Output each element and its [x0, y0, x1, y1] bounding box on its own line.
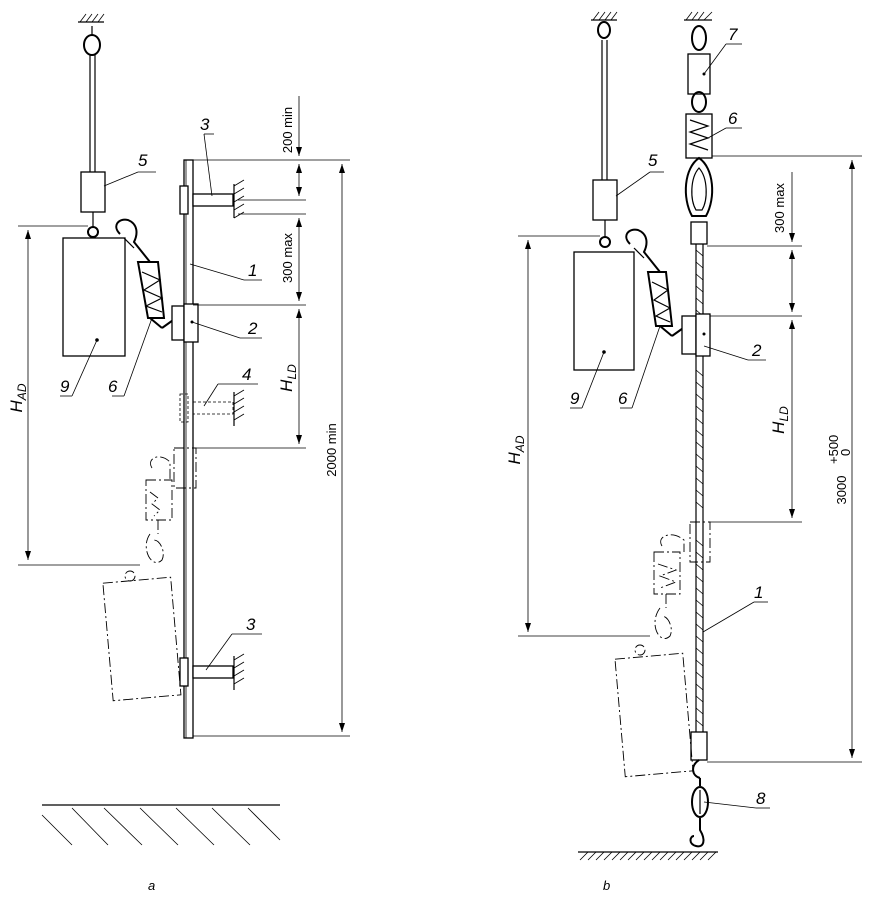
svg-text:0: 0 [838, 449, 853, 456]
fixing-top-a [179, 179, 245, 219]
label-2-a: 2 [247, 319, 258, 338]
label-6-top-b: 6 [728, 109, 738, 128]
anchor-line-a [183, 159, 194, 739]
fall-arrester-b [681, 313, 711, 357]
symbol-h-ad-a: HAD [7, 383, 29, 412]
label-5-a: 5 [138, 151, 148, 170]
symbol-h-ld-a: HLD [277, 364, 299, 392]
dim-text-300-a: 300 max [280, 233, 295, 283]
label-9-a: 9 [60, 377, 70, 396]
label-9-b: 9 [570, 389, 580, 408]
dimension-h-ad-b [518, 235, 650, 637]
label-3-bottom-a: 3 [246, 615, 256, 634]
dimension-h-ad-a [18, 225, 140, 566]
dimension-length-a [193, 164, 350, 737]
dimension-length-b [707, 155, 862, 763]
label-4-a: 4 [242, 365, 251, 384]
label-3-top-a: 3 [200, 115, 210, 134]
label-7-b: 7 [728, 25, 738, 44]
tensioner-b [687, 53, 711, 95]
arrested-position-b [614, 521, 711, 778]
dimension-h-ld-a [193, 304, 306, 449]
test-mass-a [62, 237, 126, 357]
fixing-bottom-a [179, 653, 245, 690]
symbol-h-ad-b: HAD [505, 435, 527, 464]
force-device-b [685, 113, 713, 159]
svg-text:+500: +500 [826, 435, 841, 464]
dimension-spacing-b [707, 172, 802, 312]
label-1-b: 1 [754, 583, 763, 602]
label-2-b: 2 [751, 341, 762, 360]
fall-arrester-a [171, 303, 199, 343]
leader-5-a [103, 171, 139, 187]
ceiling-anchor-a [78, 13, 105, 56]
symbol-h-ld-b: HLD [769, 406, 791, 434]
figure-b: 5 7 6 2 1 8 9 6 300 max HAD HLD 3000 +50… [505, 11, 862, 893]
caption-a: a [148, 878, 155, 893]
label-6-b: 6 [618, 389, 628, 408]
thimble-b [684, 156, 714, 217]
svg-text:3000: 3000 [834, 476, 849, 505]
lanyard-b [625, 228, 687, 337]
fixing-mid-a [179, 389, 245, 426]
dimension-h-ld-b [710, 315, 802, 523]
ground-a [41, 804, 281, 846]
dim-text-2000-a: 2000 min [324, 423, 339, 476]
dim-text-3000-b: 3000 +500 0 [826, 435, 853, 505]
label-5-b: 5 [648, 151, 658, 170]
label-6-a: 6 [108, 377, 118, 396]
figure-a: 5 3 1 2 4 3 9 6 200 min 300 max 2000 min… [7, 13, 350, 893]
label-8-b: 8 [756, 789, 766, 808]
dim-text-200-a: 200 min [280, 107, 295, 153]
ceiling-anchor-b-right [684, 11, 713, 51]
dimension-top-a [193, 96, 350, 301]
caption-b: b [603, 878, 610, 893]
dim-text-300-b: 300 max [772, 183, 787, 233]
release-device-b [592, 179, 618, 221]
arrested-position-a [102, 447, 197, 702]
bottom-anchor-b [578, 759, 718, 861]
release-device-a [80, 171, 106, 213]
ceiling-anchor-b-left [591, 11, 618, 39]
label-1-a: 1 [248, 261, 257, 280]
